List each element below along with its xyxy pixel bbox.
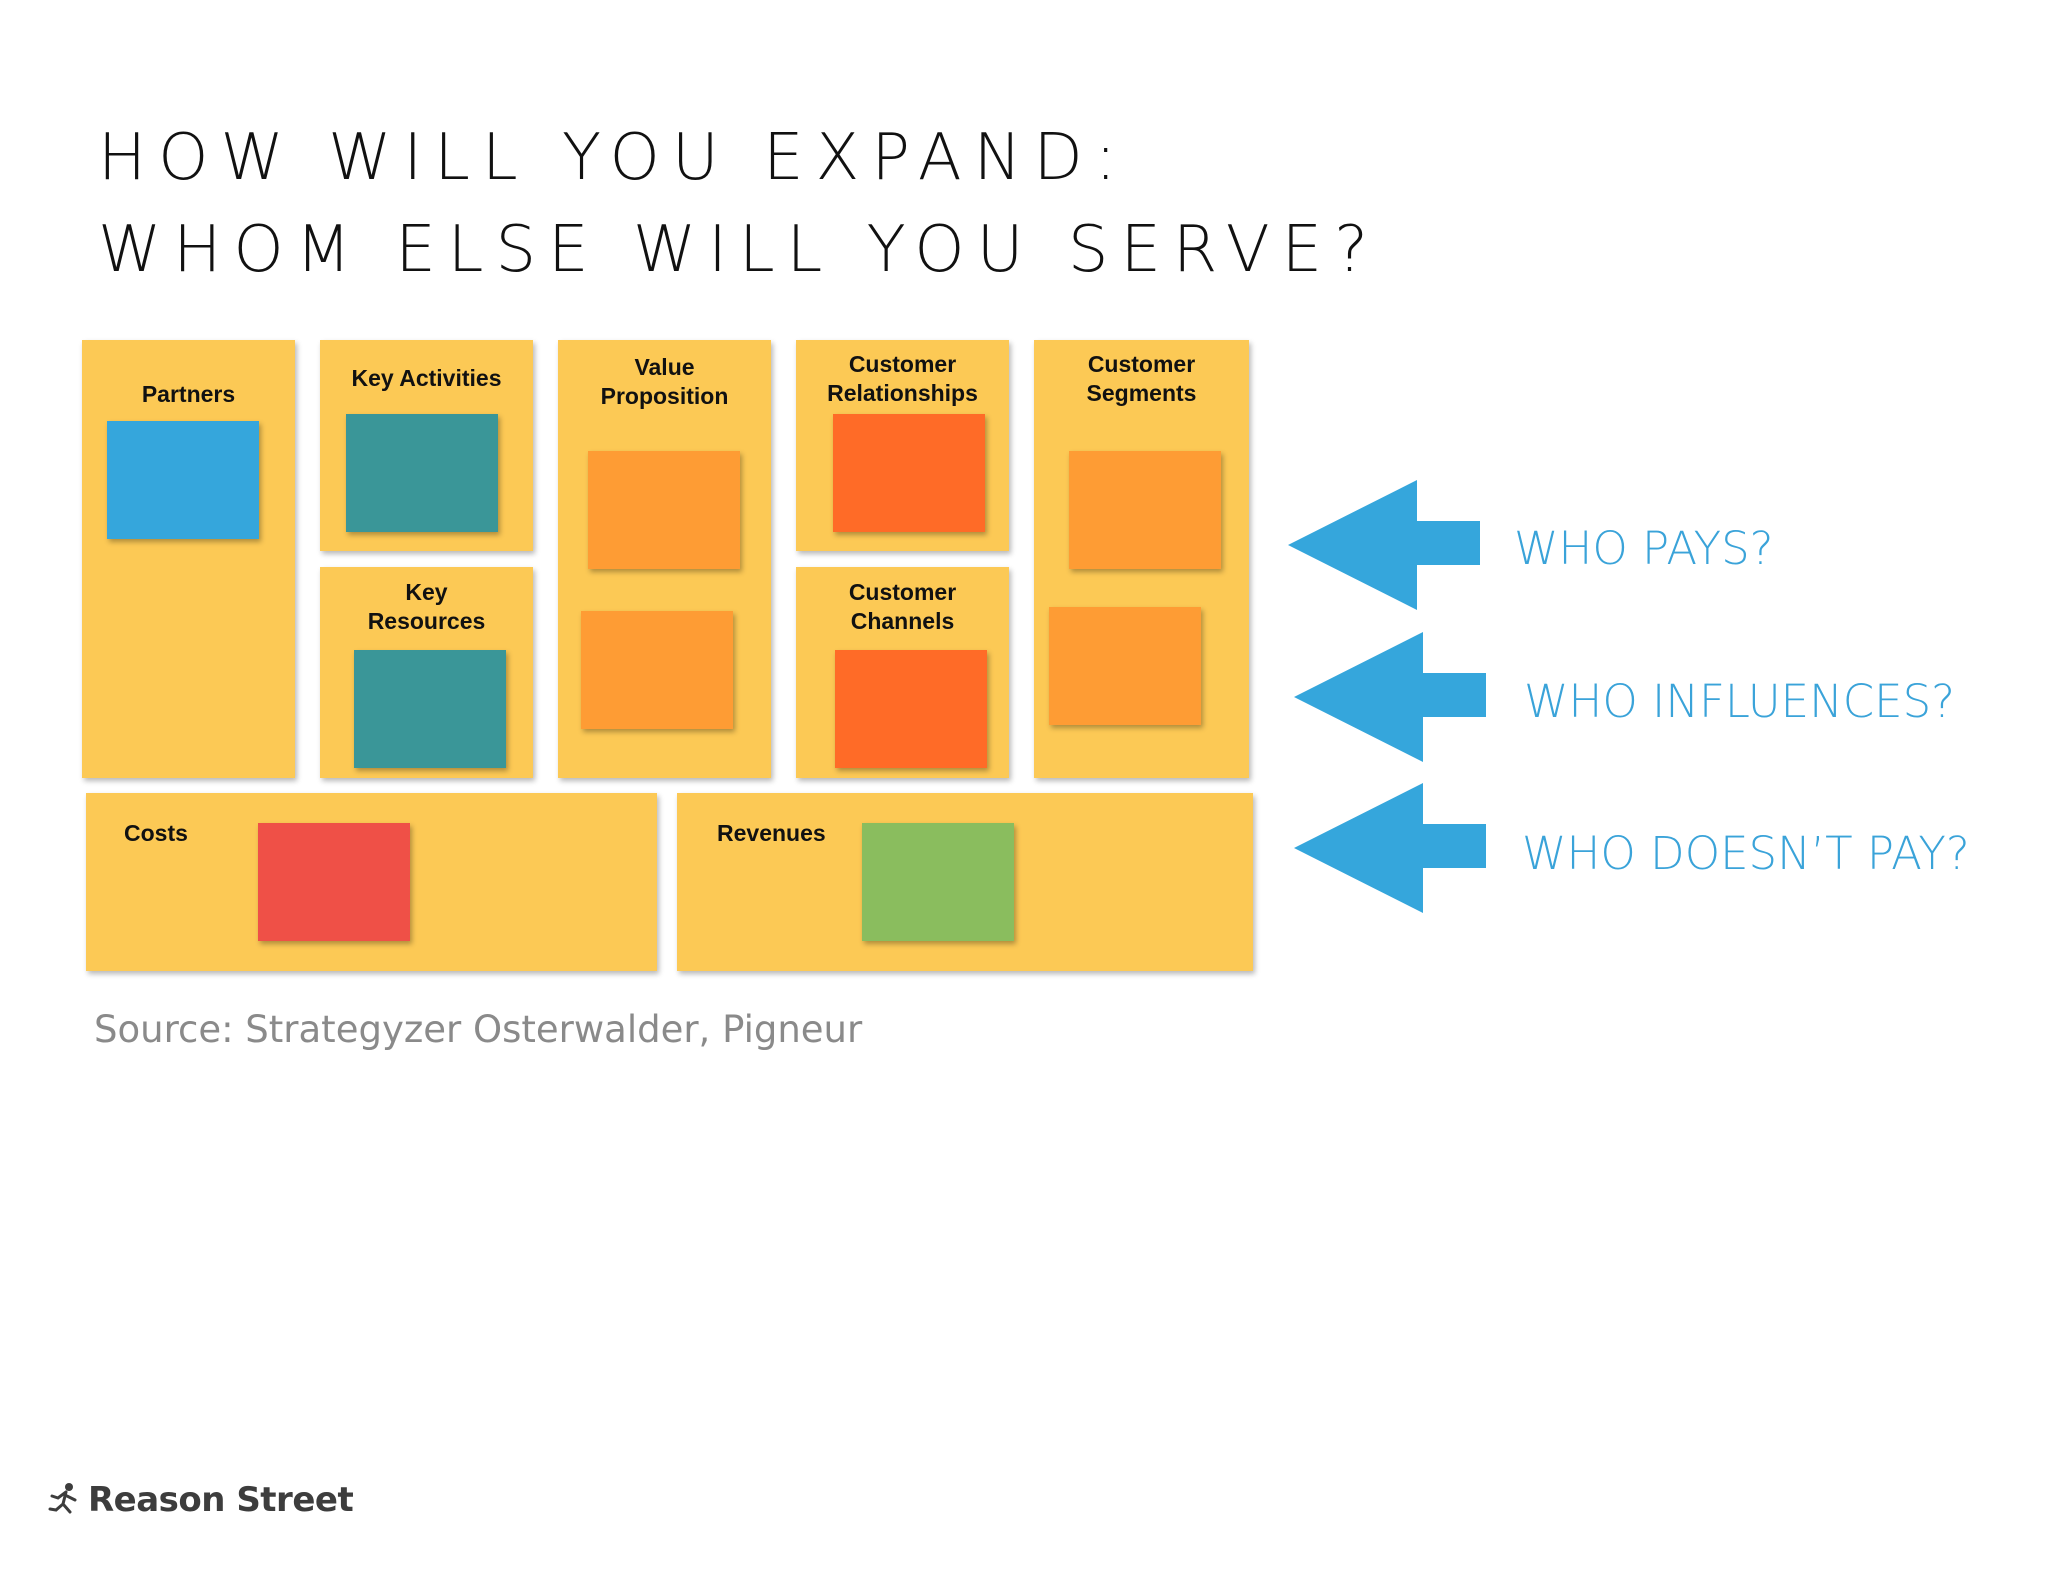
block-label-customer-channels: Customer Channels xyxy=(848,579,957,634)
source-citation: Source: Strategyzer Osterwalder, Pigneur xyxy=(94,1008,863,1051)
sticky-note-revenues xyxy=(862,823,1014,941)
sticky-note-customer-relationships xyxy=(833,414,985,532)
slide-title: HOW WILL YOU EXPAND: WHOM ELSE WILL YOU … xyxy=(98,112,1380,296)
block-customer-relationships: Customer Relationships xyxy=(796,340,1009,551)
title-line-1: HOW WILL YOU EXPAND: xyxy=(98,121,1129,195)
block-revenues: Revenues xyxy=(677,793,1253,971)
logo-text: Reason Street xyxy=(88,1480,354,1520)
block-label-customer-relationships: Customer Relationships xyxy=(827,351,978,406)
block-customer-channels: Customer Channels xyxy=(796,567,1009,778)
block-customer-segments: Customer Segments xyxy=(1034,340,1249,778)
sticky-note-segment-2 xyxy=(1049,607,1201,725)
question-who-pays: WHO PAYS? xyxy=(1514,522,1774,575)
sticky-note-value-1 xyxy=(588,451,740,569)
sticky-note-key-activities xyxy=(346,414,498,532)
block-label-customer-segments: Customer Segments xyxy=(1086,351,1197,406)
reason-street-logo: Reason Street xyxy=(46,1480,354,1520)
block-key-resources: Key Resources xyxy=(320,567,533,778)
block-label-key-resources: Key Resources xyxy=(367,579,486,634)
sticky-note-partners xyxy=(107,421,259,539)
sticky-note-key-resources xyxy=(354,650,506,768)
block-label-costs: Costs xyxy=(124,820,188,846)
question-who-doesnt-pay: WHO DOESN’T PAY? xyxy=(1522,827,1970,880)
question-who-influences: WHO INFLUENCES? xyxy=(1524,675,1956,728)
block-label-key-activities: Key Activities xyxy=(351,365,502,391)
sticky-note-customer-channels xyxy=(835,650,987,768)
sticky-note-costs xyxy=(258,823,410,941)
block-costs: Costs xyxy=(86,793,657,971)
sticky-note-value-2 xyxy=(581,611,733,729)
block-label-value-proposition: Value Proposition xyxy=(600,354,729,409)
runner-logo-icon xyxy=(48,1483,77,1514)
sticky-note-segment-1 xyxy=(1069,451,1221,569)
block-label-revenues: Revenues xyxy=(717,820,826,846)
block-label-partners: Partners xyxy=(141,381,236,407)
block-key-activities: Key Activities xyxy=(320,340,533,551)
title-line-2: WHOM ELSE WILL YOU SERVE? xyxy=(98,213,1381,287)
arrow-left-icon xyxy=(1288,480,1480,610)
block-partners: Partners xyxy=(82,340,295,778)
arrow-left-icon xyxy=(1294,783,1486,913)
block-value-proposition: Value Proposition xyxy=(558,340,771,778)
arrow-left-icon xyxy=(1294,632,1486,762)
